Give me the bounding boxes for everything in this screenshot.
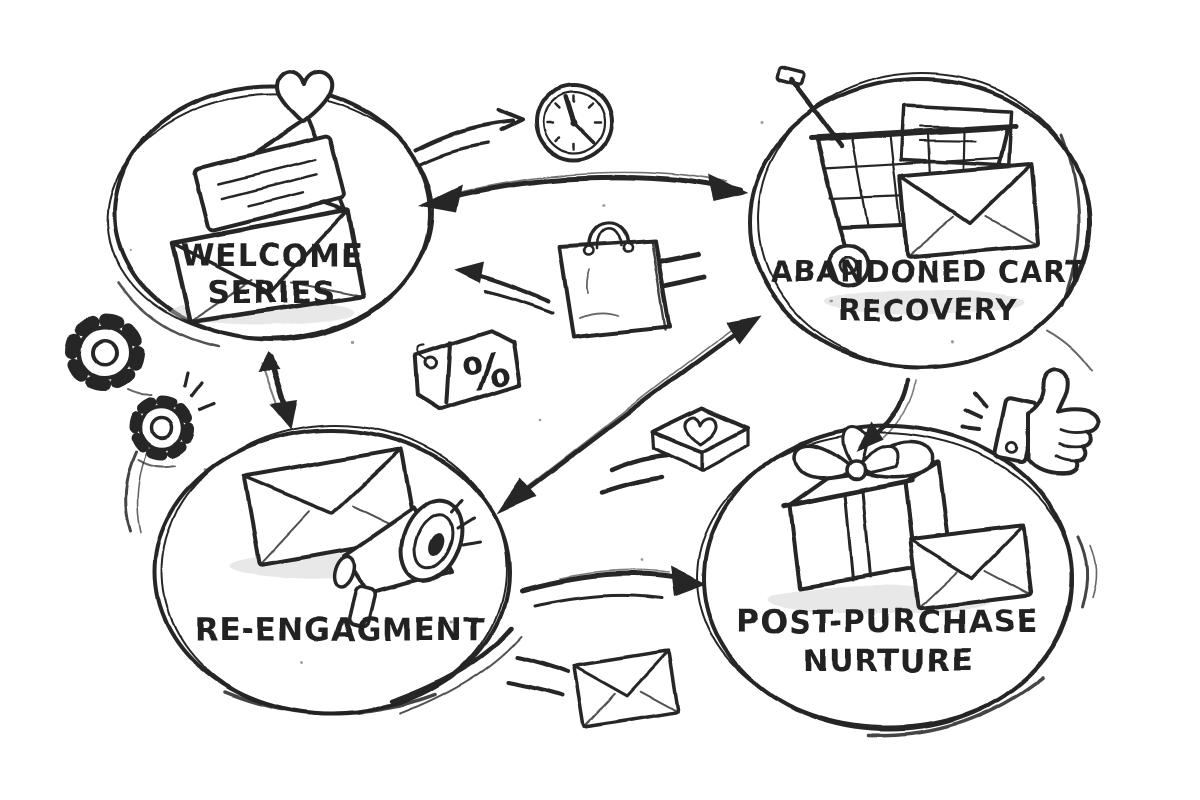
motion-dash [609, 452, 671, 473]
node-post-purchase-nurture: POST-PURCHASE NURTURE [696, 329, 1097, 738]
node-label-welcome: WELCOME [180, 238, 363, 274]
open-envelope-icon-body [169, 207, 367, 325]
envelope-icon [908, 523, 1034, 611]
arrow-to-clock [414, 108, 524, 166]
shopping-bag-icon [558, 220, 672, 339]
node-abandoned-cart-recovery: ABANDONED CART RECOVERY [748, 66, 1092, 369]
node-welcome-series: WELCOME SERIES [106, 69, 434, 349]
motion-dash [507, 680, 564, 697]
megaphone-icon [332, 498, 482, 629]
arrow-diagonal-double [496, 315, 762, 514]
gear-icon [65, 312, 153, 397]
clock-icon [534, 82, 614, 162]
discount-tag-label: % [458, 341, 515, 403]
sparkle-dashes [961, 391, 988, 431]
sound-dashes [450, 498, 482, 547]
node-label-nurture: NURTURE [802, 643, 974, 679]
node-label-series: SERIES [208, 275, 336, 311]
arrow-reengagement-to-postpurchase [519, 566, 706, 608]
letter-icon [193, 134, 347, 233]
node-re-engagement: RE-ENGAGMENT [123, 423, 523, 717]
sparkle-dashes [183, 371, 216, 411]
gift-heart-box-icon [599, 406, 750, 495]
node-label-abandoned-cart: ABANDONED CART [770, 255, 1087, 289]
paper-speckles [128, 120, 1014, 664]
arrow-welcome-to-reengagement [258, 352, 298, 430]
envelope-icon [897, 162, 1040, 260]
node-label-recovery: RECOVERY [838, 293, 1017, 327]
arrow-top-double [418, 171, 748, 212]
heart-icon [275, 69, 335, 124]
node-label-re-engagement: RE-ENGAGMENT [194, 612, 485, 648]
icon-shadow [825, 290, 1025, 314]
arrow-cart-to-postpurchase [856, 377, 917, 452]
thumbs-up-icon [961, 367, 1100, 476]
motion-dash [516, 655, 570, 674]
motion-dash [599, 474, 665, 495]
gear-icon [129, 371, 216, 469]
arrow-to-welcome [454, 262, 555, 315]
discount-tag-icon: % [412, 329, 522, 412]
node-label-post-purchase: POST-PURCHASE [737, 604, 1039, 640]
flying-envelope-icon [507, 649, 680, 729]
motion-dashes [653, 251, 706, 289]
shopping-cart-icon [776, 66, 1019, 288]
